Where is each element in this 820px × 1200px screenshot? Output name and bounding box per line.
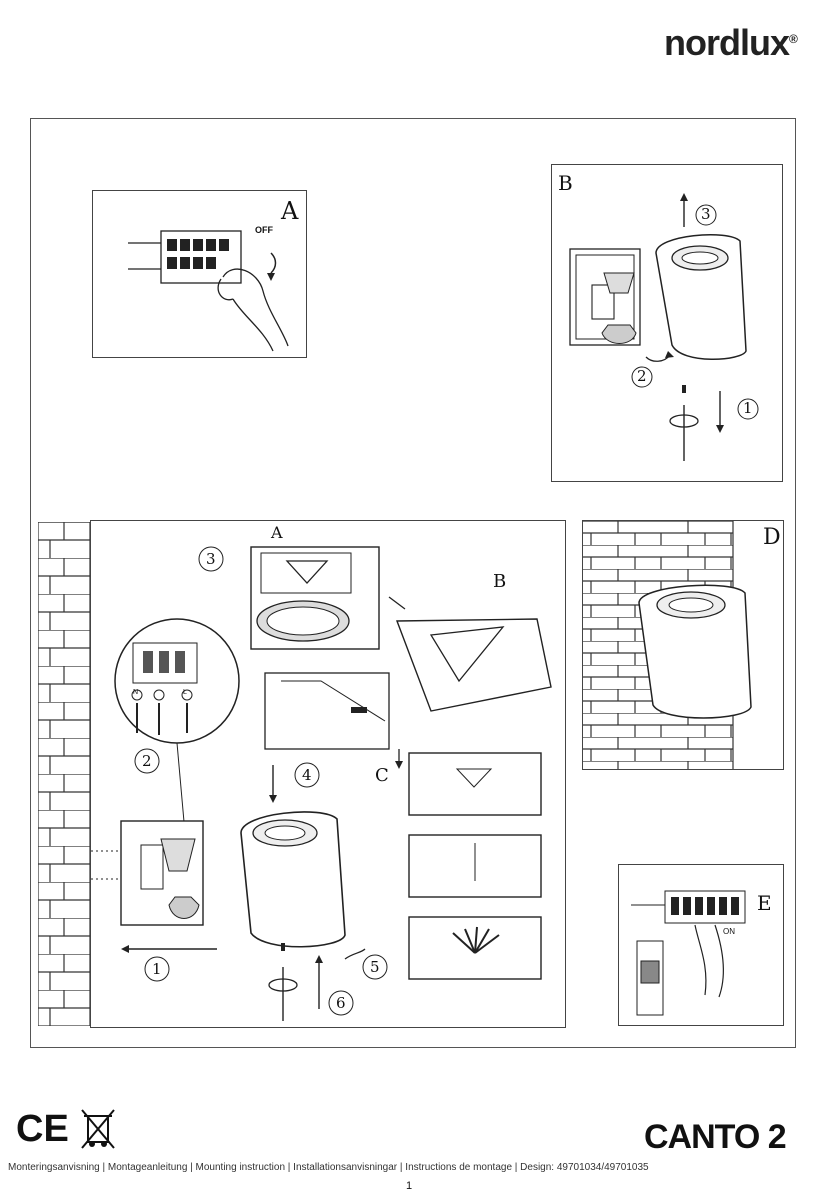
panel-a-letter: A [281, 197, 299, 225]
panel-d-finished: D [582, 520, 784, 770]
ce-mark: CE [16, 1108, 69, 1151]
brick-wall-left [37, 521, 91, 1027]
page-number: 1 [406, 1180, 413, 1192]
wire-label-n: N [133, 689, 139, 696]
panel-b-removal: B 3 2 1 [551, 164, 783, 482]
main-step-6: 6 [336, 994, 346, 1012]
breaker-hand-illustration [128, 230, 289, 352]
brand-logo: nordlux® [664, 22, 798, 64]
main-sub-a: A [271, 523, 283, 542]
main-sub-c: C [375, 765, 389, 786]
ce-text: CE [16, 1108, 69, 1150]
instructions-frame [30, 118, 796, 1048]
on-label: ON [723, 927, 735, 936]
lamp-on-wall-illustration [583, 521, 752, 769]
panel-b-step-1: 1 [743, 399, 753, 417]
registered-mark: ® [789, 32, 798, 46]
main-step-2: 2 [142, 752, 152, 770]
installation-illustration [91, 546, 552, 1021]
main-step-1: 1 [152, 960, 162, 978]
panel-b-step-3: 3 [701, 205, 711, 223]
wire-label-l: L [183, 689, 187, 696]
language-list: Monteringsanvisning | Montageanleitung |… [8, 1162, 649, 1173]
panel-b-letter: B [558, 171, 573, 195]
brand-name: nordlux [664, 22, 790, 63]
panel-d-letter: D [763, 525, 781, 550]
weee-bin-icon [81, 1109, 115, 1149]
panel-main-installation: A B C 3 2 4 1 5 6 N L [90, 520, 566, 1028]
main-step-5: 5 [370, 958, 380, 976]
panel-a-power-off: A OFF [92, 190, 307, 358]
breaker-on-illustration [631, 890, 746, 1016]
main-step-4: 4 [302, 766, 312, 784]
main-step-3: 3 [206, 550, 216, 568]
brick-wall-pattern [37, 521, 91, 1027]
off-label: OFF [255, 225, 273, 235]
panel-b-step-2: 2 [637, 367, 647, 385]
panel-e-letter: E [757, 891, 772, 915]
panel-e-power-on: E ON [618, 864, 784, 1026]
product-name: CANTO 2 [644, 1118, 787, 1156]
lamp-removal-illustration [569, 193, 759, 461]
main-sub-b: B [493, 571, 507, 592]
